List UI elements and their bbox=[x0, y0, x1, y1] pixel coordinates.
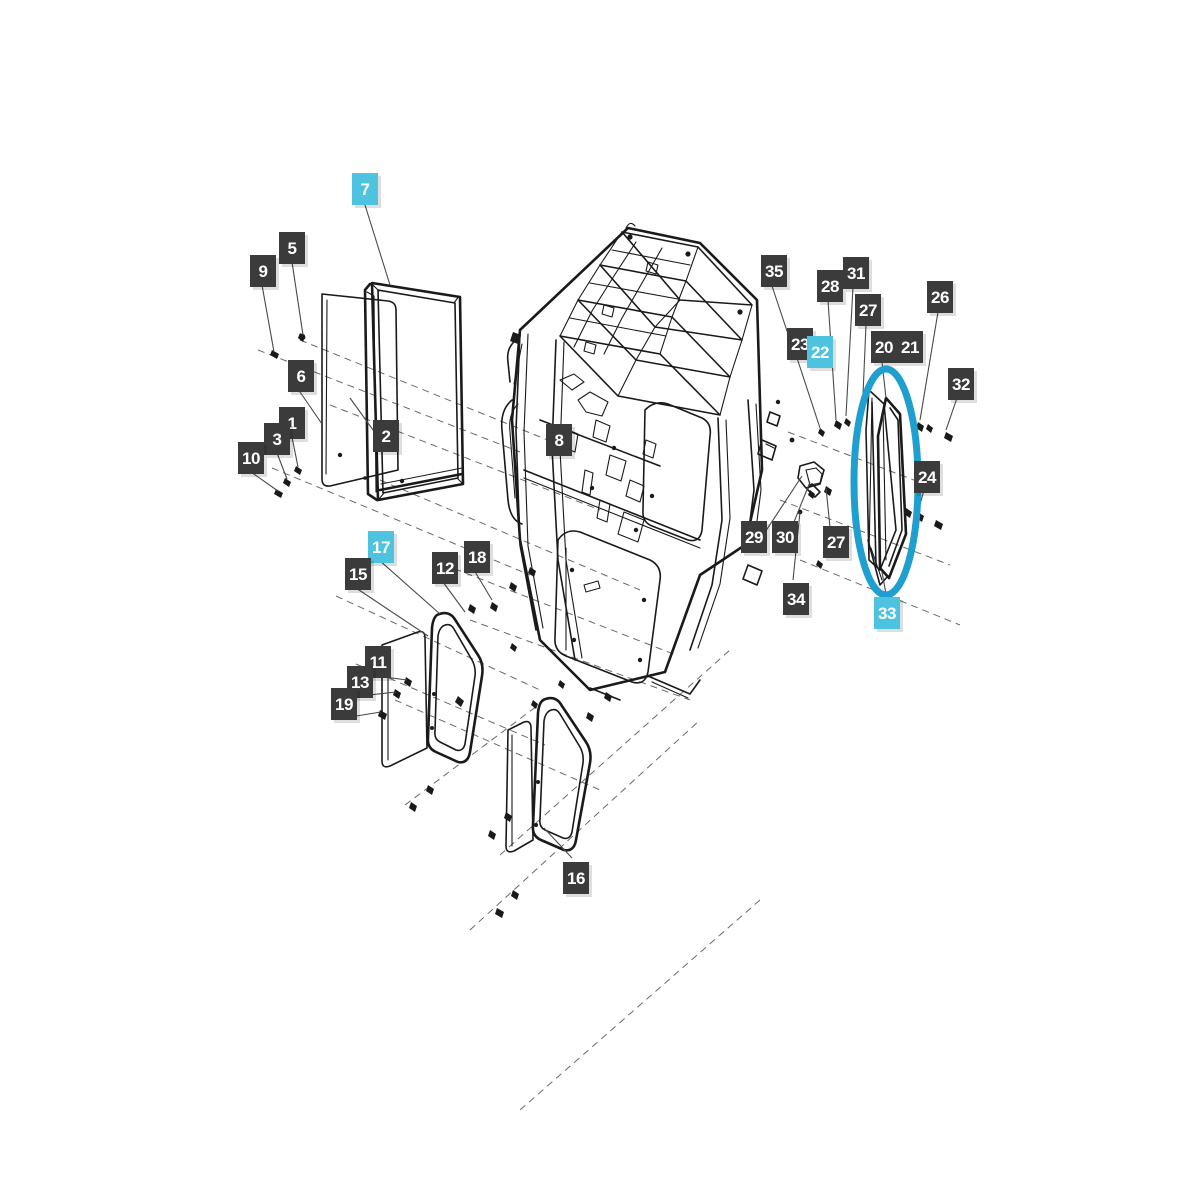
callout-badge-24[interactable]: 24 bbox=[914, 461, 940, 493]
callout-badge-16[interactable]: 16 bbox=[563, 862, 589, 894]
callout-badge-9[interactable]: 9 bbox=[250, 255, 276, 287]
callout-badge-28[interactable]: 28 bbox=[817, 270, 843, 302]
callout-badge-7[interactable]: 7 bbox=[352, 173, 378, 205]
leader-lines bbox=[250, 204, 958, 859]
callout-badge-22[interactable]: 22 bbox=[807, 336, 833, 368]
callout-badge-5[interactable]: 5 bbox=[279, 232, 305, 264]
callout-badge-21[interactable]: 21 bbox=[897, 331, 923, 363]
callout-badge-18[interactable]: 18 bbox=[464, 541, 490, 573]
door-glass-assembly-right bbox=[488, 680, 612, 918]
callout-badge-15[interactable]: 15 bbox=[345, 558, 371, 590]
cab-frame bbox=[500, 222, 781, 701]
right-side-glass-assembly bbox=[865, 389, 908, 586]
callout-badge-20[interactable]: 20 bbox=[871, 331, 897, 363]
cab-interior-detail bbox=[559, 373, 657, 543]
callout-badge-35[interactable]: 35 bbox=[761, 255, 787, 287]
callout-badge-34[interactable]: 34 bbox=[783, 583, 809, 615]
callout-badge-2[interactable]: 2 bbox=[373, 420, 399, 452]
callout-badge-27b[interactable]: 27 bbox=[823, 526, 849, 558]
callout-badge-32[interactable]: 32 bbox=[948, 368, 974, 400]
callout-badge-3[interactable]: 3 bbox=[264, 423, 290, 455]
callout-badge-29[interactable]: 29 bbox=[741, 521, 767, 553]
callout-badge-33[interactable]: 33 bbox=[874, 597, 900, 629]
callout-badge-31[interactable]: 31 bbox=[843, 257, 869, 289]
callout-badge-19[interactable]: 19 bbox=[331, 688, 357, 720]
roof-rails bbox=[559, 222, 753, 416]
callout-badge-27a[interactable]: 27 bbox=[855, 294, 881, 326]
left-fasteners bbox=[270, 333, 306, 498]
rear-window-assembly bbox=[321, 281, 465, 502]
callout-badge-30[interactable]: 30 bbox=[772, 521, 798, 553]
callout-badge-10[interactable]: 10 bbox=[238, 442, 264, 474]
callout-badge-17[interactable]: 17 bbox=[368, 531, 394, 563]
callout-badge-26[interactable]: 26 bbox=[927, 281, 953, 313]
callout-badge-6[interactable]: 6 bbox=[288, 360, 314, 392]
callout-badge-8[interactable]: 8 bbox=[546, 424, 572, 456]
callout-badge-12[interactable]: 12 bbox=[432, 552, 458, 584]
